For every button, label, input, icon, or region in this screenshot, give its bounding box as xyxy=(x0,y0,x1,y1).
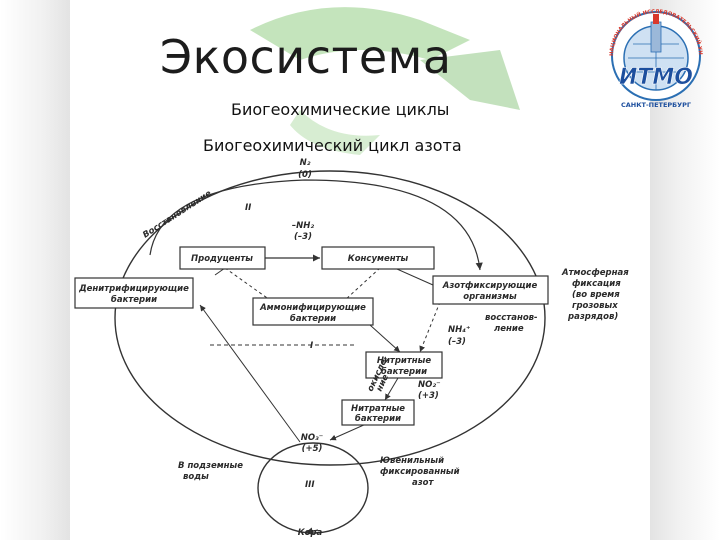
nitrite-bacteria-box xyxy=(365,351,443,379)
atmospheric-label-4: грозовых xyxy=(572,301,618,311)
groundwater-label-1: В подземные xyxy=(178,461,243,471)
no2-label: NO₂⁻ xyxy=(418,380,441,390)
nitrate-bacteria-label-1: Нитратные xyxy=(351,404,405,414)
no3-label: NO₃⁻ xyxy=(301,433,324,443)
n2-label: N₂ xyxy=(300,158,311,168)
inner-cycle-top-arc xyxy=(149,179,483,271)
slide-subtitle: Биогеохимические циклы xyxy=(231,100,450,119)
juvenile-label-3: азот xyxy=(412,478,435,488)
nitrate-bacteria-label-2: бактерии xyxy=(355,413,401,424)
crust-arrow xyxy=(304,527,319,536)
denitrifying-box xyxy=(74,277,194,309)
consumers-label: Консументы xyxy=(348,254,409,264)
nitrogen-fixing-label-2: организмы xyxy=(463,292,517,302)
n2-value: (0) xyxy=(298,170,312,180)
consumers-box xyxy=(321,246,435,270)
nitrogen-fixing-box xyxy=(432,275,549,305)
juvenile-label-2: фиксированный xyxy=(380,467,460,477)
no3-value: (+5) xyxy=(302,444,323,454)
left-edge-shade xyxy=(0,0,70,540)
atmospheric-label-5: разрядов) xyxy=(567,312,618,322)
nh-group-value: (–3) xyxy=(294,232,312,242)
juvenile-label-1: Ювенильный xyxy=(380,456,444,466)
restoration-2-label-1: восстанов- xyxy=(485,313,538,323)
nitrite-bacteria-label-2: бактерии xyxy=(381,366,427,377)
restoration-label: Восстановление xyxy=(141,189,214,241)
no2-value: (+3) xyxy=(418,391,439,401)
denitrifying-label-2: бактерии xyxy=(111,294,157,305)
region-II-label: II xyxy=(245,203,251,213)
slide-title: Экосистема xyxy=(160,30,452,84)
ammonifying-box xyxy=(252,297,374,326)
atmospheric-label-3: (во время xyxy=(572,290,620,300)
crust-label: Кора xyxy=(298,528,323,538)
ammonifying-label-1: Аммонифицирующие xyxy=(259,303,366,313)
recycle-arrow-top xyxy=(250,7,470,60)
denitrifying-label-1: Денитрифицирующие xyxy=(78,284,189,294)
nitrate-bacteria-box xyxy=(341,399,415,426)
nitrogen-fixing-label-1: Азотфиксирующие xyxy=(442,281,538,291)
logo-city-text: САНКТ-ПЕТЕРБУРГ xyxy=(621,101,691,109)
slide-content-area xyxy=(70,0,650,540)
nh-group-label: –NH₂ xyxy=(292,221,314,231)
arrow-nitrite-nitrate xyxy=(384,377,399,401)
arrow-producers-ammonifying xyxy=(224,267,271,301)
region-III-label: III xyxy=(305,480,315,490)
atmospheric-label-1: Атмосферная xyxy=(561,268,629,278)
recycle-arrow-bottom xyxy=(290,110,380,155)
itmo-logo: НАЦИОНАЛЬНЫЙ ИССЛЕДОВАТЕЛЬСКИЙ УНИВЕРСИТ… xyxy=(595,0,703,109)
producers-box xyxy=(179,246,266,270)
groundwater-label-2: воды xyxy=(183,472,209,482)
nh4-value: (–3) xyxy=(448,337,466,347)
region-I-label: I xyxy=(310,341,313,351)
logo-brand-text: ИТМО xyxy=(619,65,693,90)
slide-subtitle-topic: Биогеохимический цикл азота xyxy=(203,136,462,155)
arrow-no3-denitrifying xyxy=(199,304,301,443)
ammonifying-label-2: бактерии xyxy=(290,313,336,324)
producers-label: Продуценты xyxy=(191,254,253,264)
recycle-arrow-right xyxy=(420,50,520,110)
nh4-label: NH₄⁺ xyxy=(448,325,470,335)
atmospheric-label-2: фиксация xyxy=(572,279,621,289)
arrow-fixing-nh4 xyxy=(419,301,441,353)
outer-cycle-ellipse xyxy=(114,170,546,466)
arrow-consumers-ammonifying xyxy=(344,267,381,301)
restoration-2-label-2: ление xyxy=(494,324,524,334)
arrow-ammonifying-nitrite xyxy=(369,324,401,353)
globe-grid xyxy=(628,26,684,90)
tower-top-icon xyxy=(653,14,659,24)
nitrite-bacteria-label-1: Нитритные xyxy=(377,356,432,366)
